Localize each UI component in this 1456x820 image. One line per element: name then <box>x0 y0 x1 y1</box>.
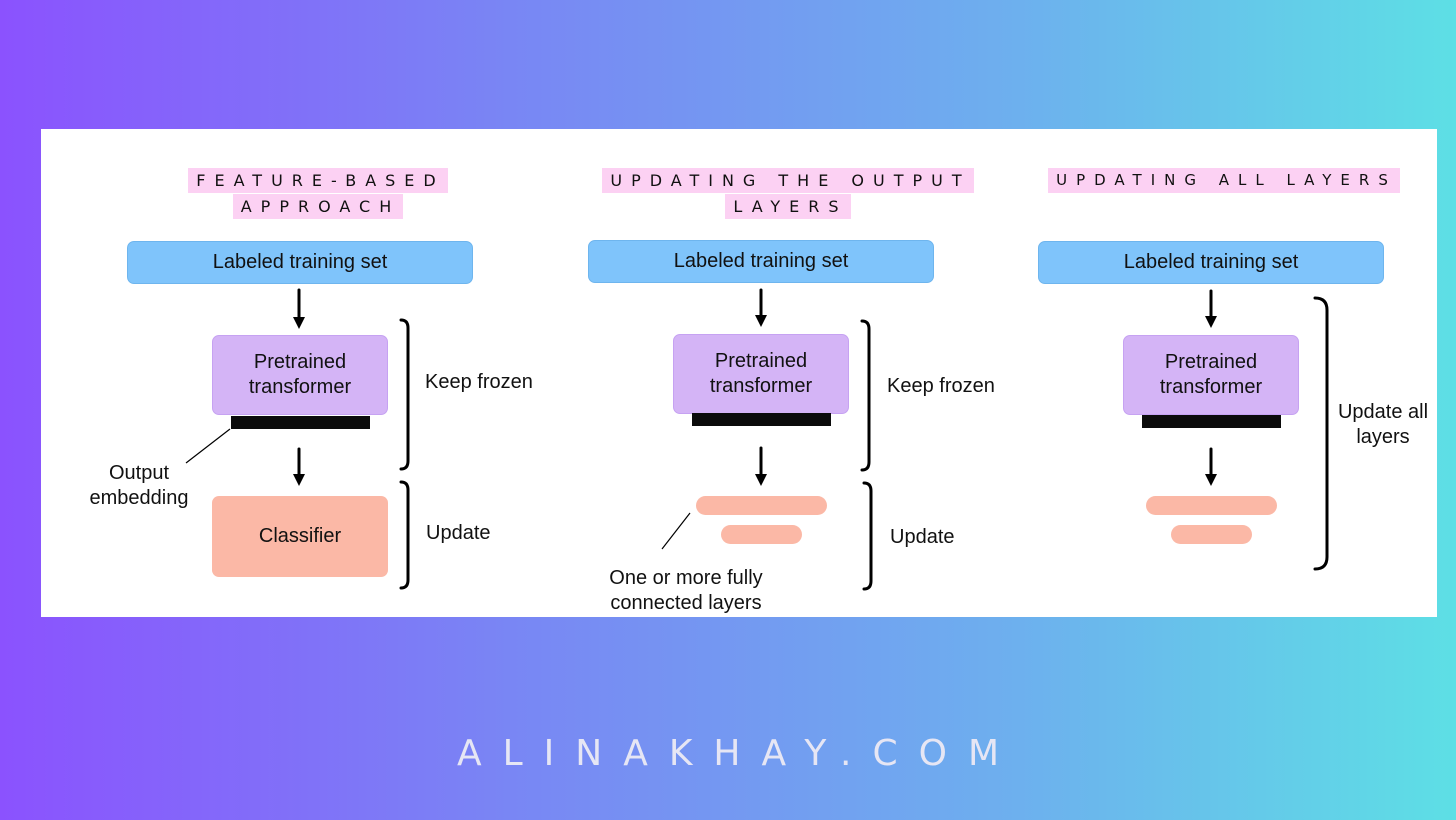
update-all-layers-label: Update all layers <box>1337 401 1429 448</box>
output-embedding-bar <box>1142 415 1281 428</box>
output-embedding-label: Output embedding <box>89 462 189 509</box>
trainable-layer <box>1171 525 1252 544</box>
fully-connected-layer <box>721 525 802 544</box>
output-embedding-bar <box>231 416 370 429</box>
pretrained-transformer-box: Pretrained transformer <box>212 335 388 415</box>
classifier-box: Classifier <box>212 496 388 577</box>
trainable-layer <box>1146 496 1277 515</box>
update-label: Update <box>890 526 955 548</box>
title-line: UPDATING THE OUTPUT <box>602 168 974 193</box>
output-embedding-bar <box>692 413 831 426</box>
title-line: APPROACH <box>232 194 404 219</box>
labeled-training-set-box: Labeled training set <box>588 240 934 283</box>
updating-all-layers-title: UPDATING ALL LAYERS <box>1024 168 1424 193</box>
fully-connected-layers-label: One or more fully connected layers <box>609 567 763 614</box>
feature-based-title: FEATURE-BASED APPROACH <box>150 168 486 220</box>
title-line: LAYERS <box>725 194 851 219</box>
updating-output-layers-title: UPDATING THE OUTPUT LAYERS <box>572 168 1004 220</box>
keep-frozen-label: Keep frozen <box>887 375 995 397</box>
update-label: Update <box>426 522 491 544</box>
pretrained-transformer-box: Pretrained transformer <box>673 334 849 414</box>
labeled-training-set-box: Labeled training set <box>127 241 473 284</box>
keep-frozen-label: Keep frozen <box>425 371 533 393</box>
footer-watermark: ALINAKHAY.COM <box>456 733 1021 774</box>
title-line: UPDATING ALL LAYERS <box>1048 168 1400 193</box>
title-line: FEATURE-BASED <box>188 168 448 193</box>
fully-connected-layer <box>696 496 827 515</box>
labeled-training-set-box: Labeled training set <box>1038 241 1384 284</box>
pretrained-transformer-box: Pretrained transformer <box>1123 335 1299 415</box>
